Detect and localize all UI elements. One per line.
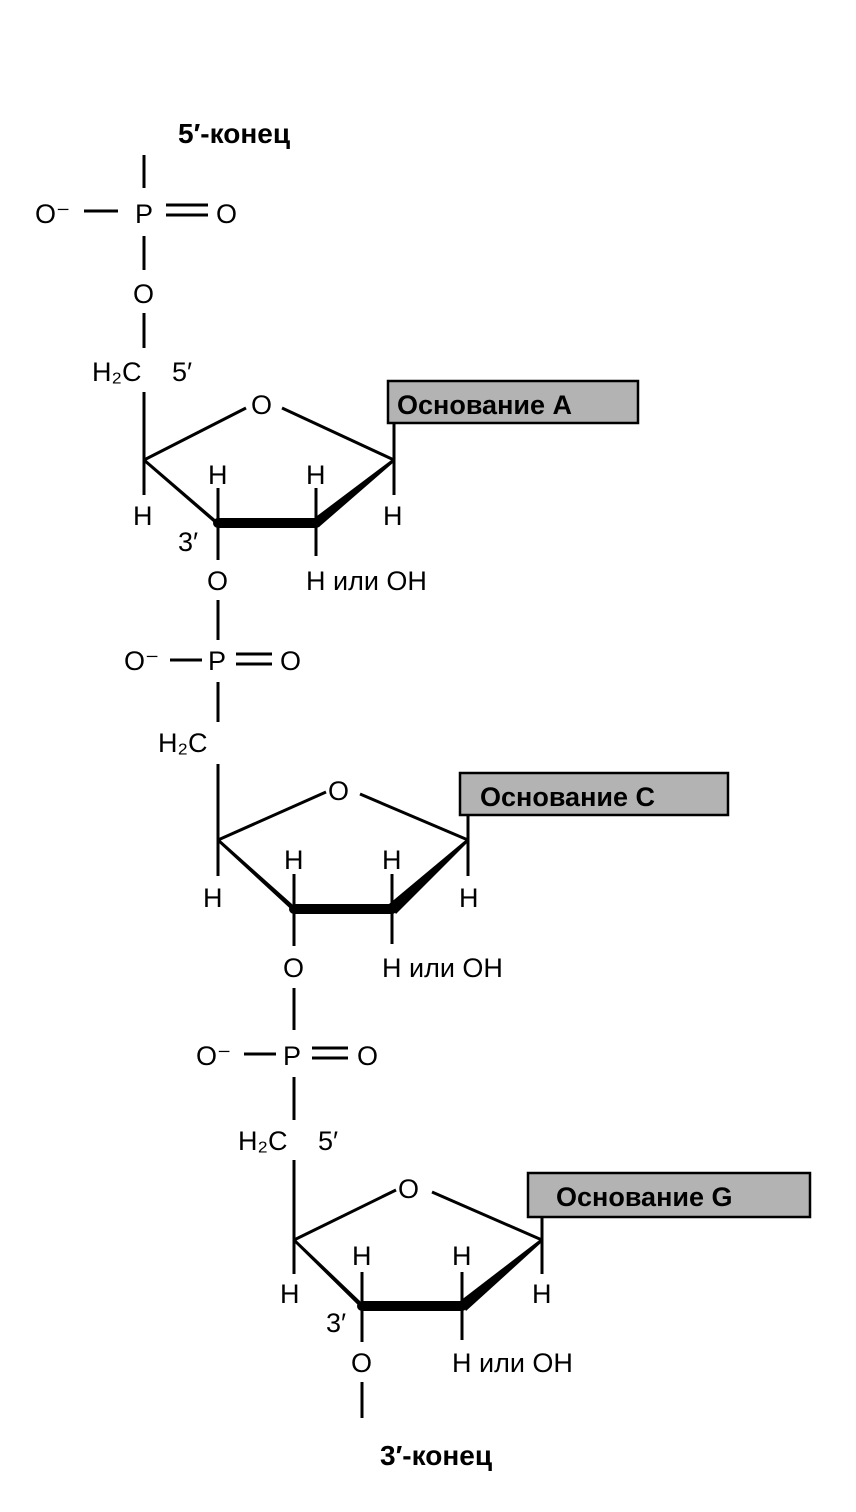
bridge-o-1: O	[133, 279, 154, 309]
phosphate-1-o-minus: O⁻	[35, 199, 70, 229]
h2c-3: H₂C	[238, 1126, 287, 1156]
h-c1-2: H	[459, 883, 479, 913]
base-c-box	[458, 771, 730, 817]
h2c-1: H₂C	[92, 357, 141, 387]
ring-o-2: O	[328, 776, 349, 806]
nucleotide-1: O⁻ P O O H₂C 5′ O Основание A H H H H 3′…	[35, 155, 640, 596]
base-a-box	[386, 379, 640, 425]
h-or-oh-2: H или OH	[382, 953, 503, 983]
three-prime-end-label: 3′-конец	[380, 1440, 492, 1471]
phosphate-3-p: P	[283, 1041, 301, 1071]
prime5-1: 5′	[172, 357, 192, 387]
h-c3-2: H	[284, 845, 304, 875]
h-c1-3: H	[532, 1279, 552, 1309]
h-c1-1: H	[383, 501, 403, 531]
h-or-oh-3: H или OH	[452, 1348, 573, 1378]
h-c4-3: H	[280, 1279, 300, 1309]
five-prime-end-label: 5′-конец	[178, 118, 290, 149]
phosphate-2-o-minus: O⁻	[124, 646, 159, 676]
prime3-3: 3′	[326, 1308, 346, 1338]
phosphate-2-o-double: O	[280, 646, 301, 676]
h-c2-2: H	[382, 845, 402, 875]
prime3-1: 3′	[178, 527, 198, 557]
o3-1: O	[207, 566, 228, 596]
h-c3-3: H	[352, 1241, 372, 1271]
o3-3: O	[351, 1348, 372, 1378]
h2c-2: H₂C	[158, 728, 207, 758]
phosphate-1-o-double: O	[216, 199, 237, 229]
h-c2-3: H	[452, 1241, 472, 1271]
ring-o-1: O	[251, 390, 272, 420]
o3-2: O	[283, 953, 304, 983]
h-c2-1: H	[306, 460, 326, 490]
prime5-3: 5′	[318, 1126, 338, 1156]
phosphate-3-o-double: O	[357, 1041, 378, 1071]
nucleotide-2: O⁻ P O H₂C O Основание C H H H H O H или…	[124, 600, 730, 983]
phosphate-1-p: P	[135, 199, 153, 229]
phosphate-3-o-minus: O⁻	[196, 1041, 231, 1071]
phosphate-2-p: P	[208, 646, 226, 676]
nucleotide-3: O⁻ P O H₂C 5′ O Основание G H H H H 3′ O…	[196, 988, 812, 1418]
h-or-oh-1: H или OH	[306, 566, 427, 596]
base-g-box	[526, 1171, 812, 1219]
h-c3-1: H	[208, 460, 228, 490]
base-a-label: Основание A	[397, 390, 572, 420]
h-c4-2: H	[203, 883, 223, 913]
h-c4-1: H	[133, 501, 153, 531]
ring-o-3: O	[398, 1174, 419, 1204]
base-g-label: Основание G	[556, 1182, 733, 1212]
base-c-label: Основание C	[480, 782, 655, 812]
